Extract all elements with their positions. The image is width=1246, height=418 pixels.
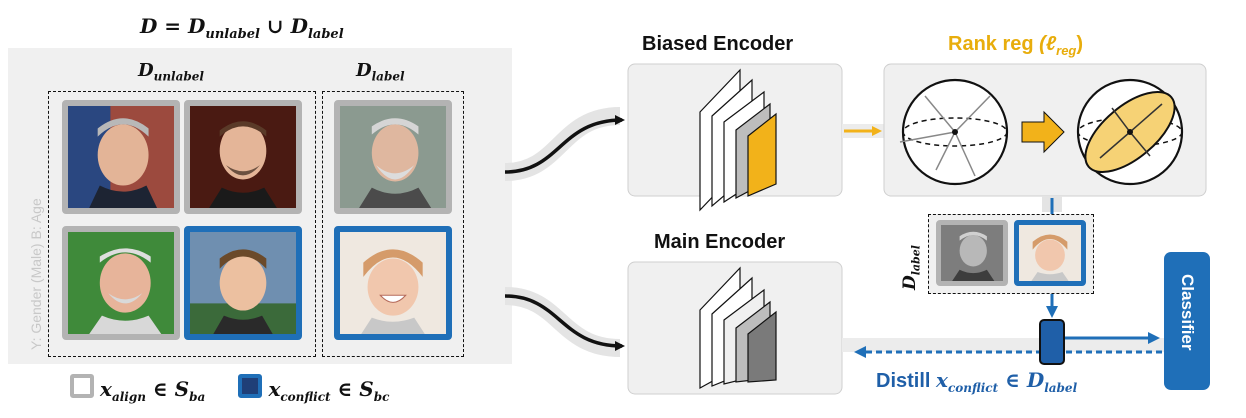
face-align-2 — [184, 100, 302, 214]
legend-align-swatch — [70, 374, 94, 398]
unlabel-header: Dunlabel — [138, 60, 204, 84]
sphere-before — [899, 78, 1009, 186]
classifier-block: Classifier — [1164, 252, 1210, 390]
rank-reg-title: Rank reg (ℓreg) — [948, 33, 1084, 58]
biased-encoder-title: Biased Encoder — [642, 33, 794, 55]
biased-encoder-layers — [699, 68, 777, 212]
transform-arrow — [1021, 110, 1065, 154]
arrow-to-biased-encoder — [504, 115, 625, 174]
main-encoder-title: Main Encoder — [654, 231, 786, 253]
legend: xalign ∈ Sba xconflict ∈ Sbc — [70, 374, 389, 404]
face-align-1 — [62, 100, 180, 214]
unlabel-set-box — [48, 91, 316, 357]
mini-face-conflict — [1014, 220, 1086, 286]
legend-conflict-text: xconflict ∈ Sbc — [268, 377, 390, 404]
face-conflict-labeled — [334, 226, 452, 340]
mini-face-align — [936, 220, 1008, 286]
face-conflict-1 — [184, 226, 302, 340]
label-set-box — [322, 91, 464, 357]
arrow-to-main-encoder — [504, 294, 625, 351]
sphere-after — [1076, 78, 1184, 186]
fusion-node — [1039, 319, 1065, 365]
face-align-3 — [62, 226, 180, 340]
mini-dlabel-label: Dlabel — [900, 245, 923, 290]
dataset-equation-title: D = Dunlabel ∪ Dlabel — [140, 14, 344, 42]
distill-label: Distill xconflict ∈ Dlabel — [876, 368, 1078, 395]
label-header: Dlabel — [356, 60, 405, 84]
main-encoder-layers — [699, 266, 777, 390]
legend-conflict-swatch — [238, 374, 263, 398]
face-align-labeled — [334, 100, 452, 214]
legend-align-text: xalign ∈ Sba — [100, 377, 206, 404]
